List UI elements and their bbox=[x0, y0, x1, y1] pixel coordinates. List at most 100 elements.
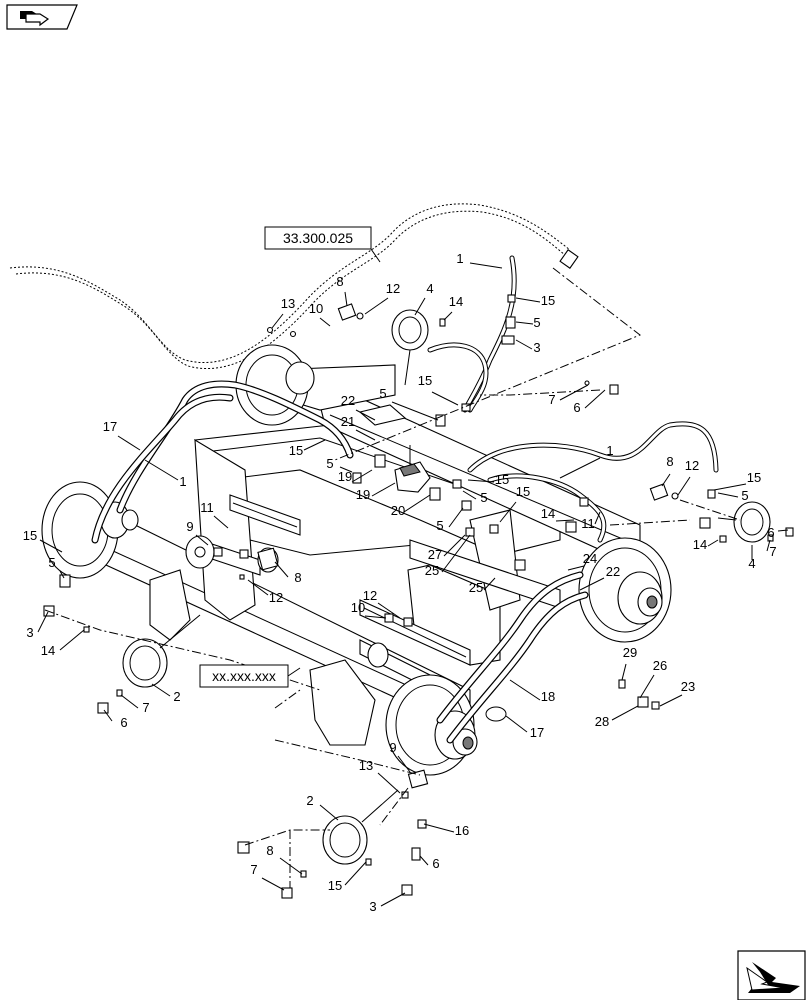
callout-number: 5 bbox=[741, 488, 748, 503]
callout-24[interactable]: 24 bbox=[567, 551, 597, 571]
callout-number: 8 bbox=[294, 570, 301, 585]
callout-27[interactable]: 27 bbox=[428, 534, 466, 562]
callout-8[interactable]: 8 bbox=[266, 843, 303, 875]
callout-7[interactable]: 7 bbox=[548, 384, 589, 407]
callout-8[interactable]: 8 bbox=[661, 454, 674, 487]
callout-13[interactable]: 13 bbox=[271, 296, 295, 329]
callout-7[interactable]: 7 bbox=[250, 862, 285, 891]
callout-11[interactable]: 11 bbox=[581, 511, 601, 531]
callout-12[interactable]: 12 bbox=[364, 281, 400, 315]
callout-22[interactable]: 22 bbox=[341, 393, 376, 421]
callout-5[interactable]: 5 bbox=[462, 490, 488, 505]
electrical-harness bbox=[9, 203, 571, 364]
callout-4[interactable]: 4 bbox=[748, 545, 756, 571]
callout-5[interactable]: 5 bbox=[717, 488, 749, 503]
callout-1[interactable]: 1 bbox=[559, 443, 614, 479]
callout-6[interactable]: 6 bbox=[103, 709, 128, 730]
callout-12[interactable]: 12 bbox=[363, 588, 401, 619]
callout-14[interactable]: 14 bbox=[541, 506, 575, 522]
callout-5[interactable]: 5 bbox=[326, 456, 353, 473]
callout-26[interactable]: 26 bbox=[639, 658, 667, 699]
callout-15[interactable]: 15 bbox=[515, 293, 555, 308]
callout-28[interactable]: 28 bbox=[595, 705, 639, 729]
callout-12[interactable]: 12 bbox=[677, 458, 699, 496]
callout-2[interactable]: 2 bbox=[306, 793, 339, 821]
callout-19[interactable]: 19 bbox=[338, 469, 373, 484]
callout-15[interactable]: 15 bbox=[23, 528, 63, 553]
reference-box-axle[interactable]: xx.xxx.xxx bbox=[199, 664, 301, 688]
callout-17[interactable]: 17 bbox=[505, 715, 544, 740]
callout-14[interactable]: 14 bbox=[693, 537, 719, 552]
callout-9[interactable]: 9 bbox=[389, 740, 411, 773]
brake-chamber-bottom bbox=[322, 789, 399, 865]
callout-3[interactable]: 3 bbox=[369, 892, 406, 914]
callout-5[interactable]: 5 bbox=[515, 315, 541, 330]
callout-5[interactable]: 5 bbox=[436, 507, 464, 533]
callout-leader bbox=[555, 519, 575, 522]
callout-20[interactable]: 20 bbox=[391, 494, 431, 518]
callout-5[interactable]: 5 bbox=[379, 386, 439, 421]
callout-19[interactable]: 19 bbox=[356, 482, 396, 502]
callout-15[interactable]: 15 bbox=[328, 861, 367, 893]
callout-number: 3 bbox=[369, 899, 376, 914]
callout-15[interactable]: 15 bbox=[289, 439, 326, 458]
callout-10[interactable]: 10 bbox=[309, 301, 331, 327]
callout-12[interactable]: 12 bbox=[247, 579, 283, 605]
callout-13[interactable]: 13 bbox=[359, 758, 401, 794]
callout-1[interactable]: 1 bbox=[456, 251, 503, 269]
reference-box-harness[interactable]: 33.300.025 bbox=[264, 226, 381, 263]
callout-15[interactable]: 15 bbox=[713, 470, 761, 491]
callout-22[interactable]: 22 bbox=[579, 564, 620, 591]
callout-leader bbox=[611, 705, 639, 721]
callout-number: 3 bbox=[26, 625, 33, 640]
callout-11[interactable]: 11 bbox=[200, 500, 229, 529]
slack-adjuster-left bbox=[185, 535, 215, 569]
callout-7[interactable]: 7 bbox=[120, 694, 150, 715]
callout-7[interactable]: 7 bbox=[766, 539, 777, 559]
callout-8[interactable]: 8 bbox=[274, 561, 302, 585]
callout-5[interactable]: 5 bbox=[48, 555, 65, 579]
callout-18[interactable]: 18 bbox=[509, 679, 555, 704]
callout-6[interactable]: 6 bbox=[573, 389, 606, 415]
callout-15[interactable]: 15 bbox=[467, 472, 509, 487]
callout-21[interactable]: 21 bbox=[341, 414, 376, 441]
callout-number: 15 bbox=[747, 470, 761, 485]
view-direction-arrow-icon[interactable] bbox=[737, 950, 806, 1001]
callout-10[interactable]: 10 bbox=[351, 600, 387, 619]
callout-leader bbox=[499, 501, 517, 523]
callout-leader bbox=[462, 490, 477, 500]
callout-15[interactable]: 15 bbox=[418, 373, 459, 406]
callout-leader bbox=[448, 507, 464, 528]
callout-6[interactable]: 6 bbox=[419, 855, 440, 871]
callout-leader bbox=[151, 683, 171, 697]
part-catalog-arrow-icon[interactable] bbox=[6, 4, 78, 30]
callout-leader bbox=[195, 534, 209, 546]
callout-4[interactable]: 4 bbox=[414, 281, 434, 316]
callout-leader bbox=[371, 482, 396, 497]
callout-number: 8 bbox=[266, 843, 273, 858]
callout-leader bbox=[380, 892, 406, 907]
callout-9[interactable]: 9 bbox=[186, 519, 209, 546]
callout-29[interactable]: 29 bbox=[621, 645, 637, 681]
callout-1[interactable]: 1 bbox=[144, 459, 187, 489]
callout-17[interactable]: 17 bbox=[103, 419, 141, 451]
callout-14[interactable]: 14 bbox=[443, 294, 463, 321]
callout-16[interactable]: 16 bbox=[423, 823, 469, 838]
callout-25[interactable]: 25 bbox=[469, 577, 496, 595]
callout-8[interactable]: 8 bbox=[336, 274, 348, 307]
callout-leader bbox=[467, 479, 495, 483]
callout-2[interactable]: 2 bbox=[151, 683, 181, 704]
callout-leader bbox=[377, 602, 401, 619]
callout-leader bbox=[377, 772, 401, 794]
callout-25[interactable]: 25 bbox=[425, 534, 471, 578]
callout-23[interactable]: 23 bbox=[659, 679, 695, 707]
callout-number: 4 bbox=[748, 556, 755, 571]
callout-leader bbox=[515, 339, 533, 350]
callout-number: 18 bbox=[541, 689, 555, 704]
callout-14[interactable]: 14 bbox=[41, 629, 85, 658]
callout-15[interactable]: 15 bbox=[499, 484, 530, 523]
callout-6[interactable]: 6 bbox=[767, 525, 789, 540]
callout-3[interactable]: 3 bbox=[26, 611, 49, 640]
callout-3[interactable]: 3 bbox=[515, 339, 541, 355]
